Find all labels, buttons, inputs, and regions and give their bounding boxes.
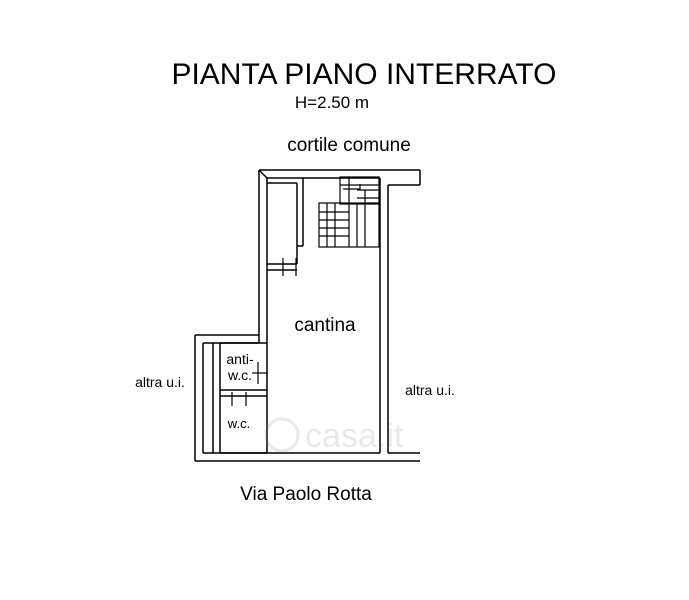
street-label: Via Paolo Rotta xyxy=(240,484,372,505)
watermark-logo-icon xyxy=(264,417,300,453)
north-label: cortile comune xyxy=(287,135,411,156)
plan-title: PIANTA PIANO INTERRATO xyxy=(171,58,556,91)
room-label-wc: w.c. xyxy=(227,416,250,431)
watermark: casa.it xyxy=(264,417,404,455)
watermark-text: casa.it xyxy=(305,417,404,455)
staircase xyxy=(318,176,380,248)
room-label-anti-wc-1: anti- xyxy=(226,351,254,367)
walls xyxy=(194,169,421,462)
height-note: H=2.50 m xyxy=(295,93,369,112)
right-neighbour-label: altra u.i. xyxy=(405,382,455,398)
left-neighbour-label: altra u.i. xyxy=(135,374,185,390)
room-label-anti-wc-2: w.c. xyxy=(227,367,252,383)
room-label-cantina: cantina xyxy=(294,315,356,336)
door-markers xyxy=(231,258,297,406)
